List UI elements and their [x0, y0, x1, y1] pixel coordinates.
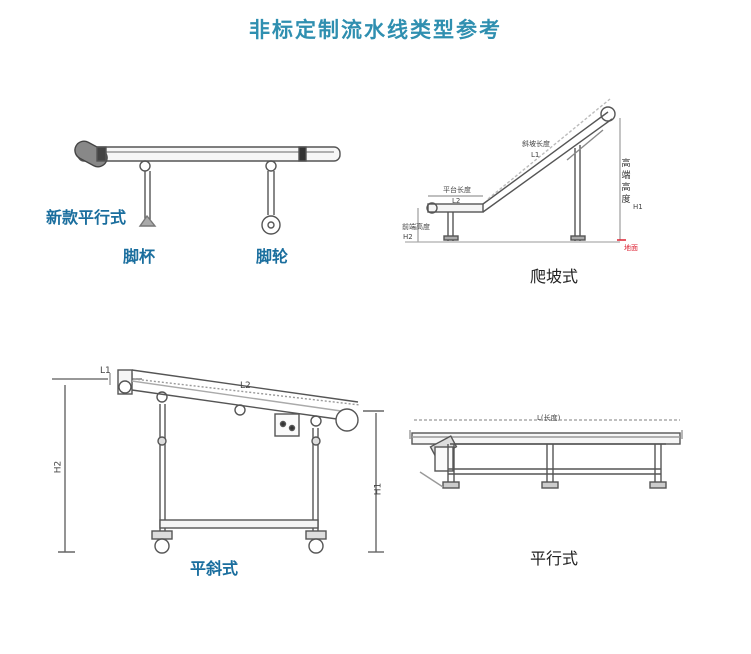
ann-entry-symbol: H2	[403, 233, 413, 241]
caption-climbing: 爬坡式	[530, 267, 579, 286]
ann-total-height: 高端高度	[621, 159, 631, 205]
ann-entry-height: 前端高度	[402, 223, 430, 231]
ann-total-symbol: H1	[633, 203, 643, 211]
climbing-conveyor	[405, 98, 621, 243]
caption-new-flat: 新款平行式	[46, 208, 127, 227]
ann-inclined-l2: L2	[240, 381, 251, 391]
caption-inclined: 平斜式	[190, 559, 239, 578]
ann-inclined-l1: L1	[100, 366, 111, 376]
ann-slope-symbol: L1	[531, 151, 540, 159]
page-title: 非标定制流水线类型参考	[249, 18, 502, 42]
new-flat-conveyor	[74, 140, 341, 235]
ann-ground: 地面	[624, 244, 638, 252]
caption-flat: 平行式	[530, 549, 579, 568]
ann-flat-length: 平台长度	[443, 186, 471, 194]
label-caster: 脚轮	[256, 247, 289, 266]
ann-inclined-h1: H1	[373, 482, 384, 496]
ann-slope-length: 斜坡长度	[522, 140, 550, 148]
ann-inclined-h2: H2	[53, 460, 64, 474]
inclined-conveyor	[52, 369, 384, 554]
flat-conveyor	[409, 419, 683, 489]
ann-flat-symbol: L2	[452, 197, 461, 205]
ann-flat-length: L(长度)	[537, 414, 561, 422]
label-foot-cup: 脚杯	[123, 247, 156, 266]
